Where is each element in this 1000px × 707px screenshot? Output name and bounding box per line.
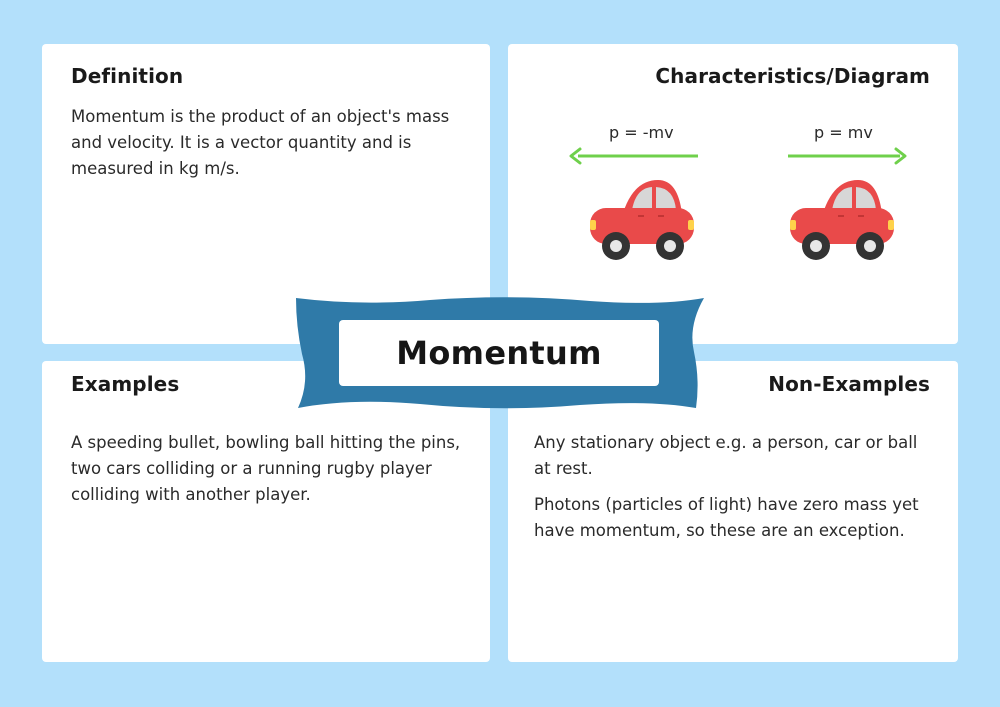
- characteristics-panel: Characteristics/Diagram p = -mv p = mv: [508, 44, 958, 344]
- non-examples-heading: Non-Examples: [768, 372, 930, 396]
- arrow-left-icon: [569, 147, 698, 165]
- title-box: Momentum: [339, 320, 659, 386]
- definition-panel: Definition Momentum is the product of an…: [42, 44, 490, 344]
- examples-text: A speeding bullet, bowling ball hitting …: [71, 433, 461, 504]
- characteristics-heading: Characteristics/Diagram: [655, 64, 930, 88]
- car-icon: [790, 180, 894, 260]
- definition-heading: Definition: [71, 64, 184, 88]
- left-equation: p = -mv: [609, 123, 674, 142]
- arrow-right-icon: [788, 147, 907, 165]
- non-examples-text-1: Any stationary object e.g. a person, car…: [534, 433, 918, 478]
- right-equation: p = mv: [814, 123, 873, 142]
- car-icon: [590, 180, 694, 260]
- examples-panel: Examples A speeding bullet, bowling ball…: [42, 361, 490, 662]
- non-examples-panel: Non-Examples Any stationary object e.g. …: [508, 361, 958, 662]
- page-title: Momentum: [396, 334, 602, 372]
- non-examples-text-2: Photons (particles of light) have zero m…: [534, 495, 919, 540]
- definition-text: Momentum is the product of an object's m…: [71, 107, 450, 178]
- examples-heading: Examples: [71, 372, 180, 396]
